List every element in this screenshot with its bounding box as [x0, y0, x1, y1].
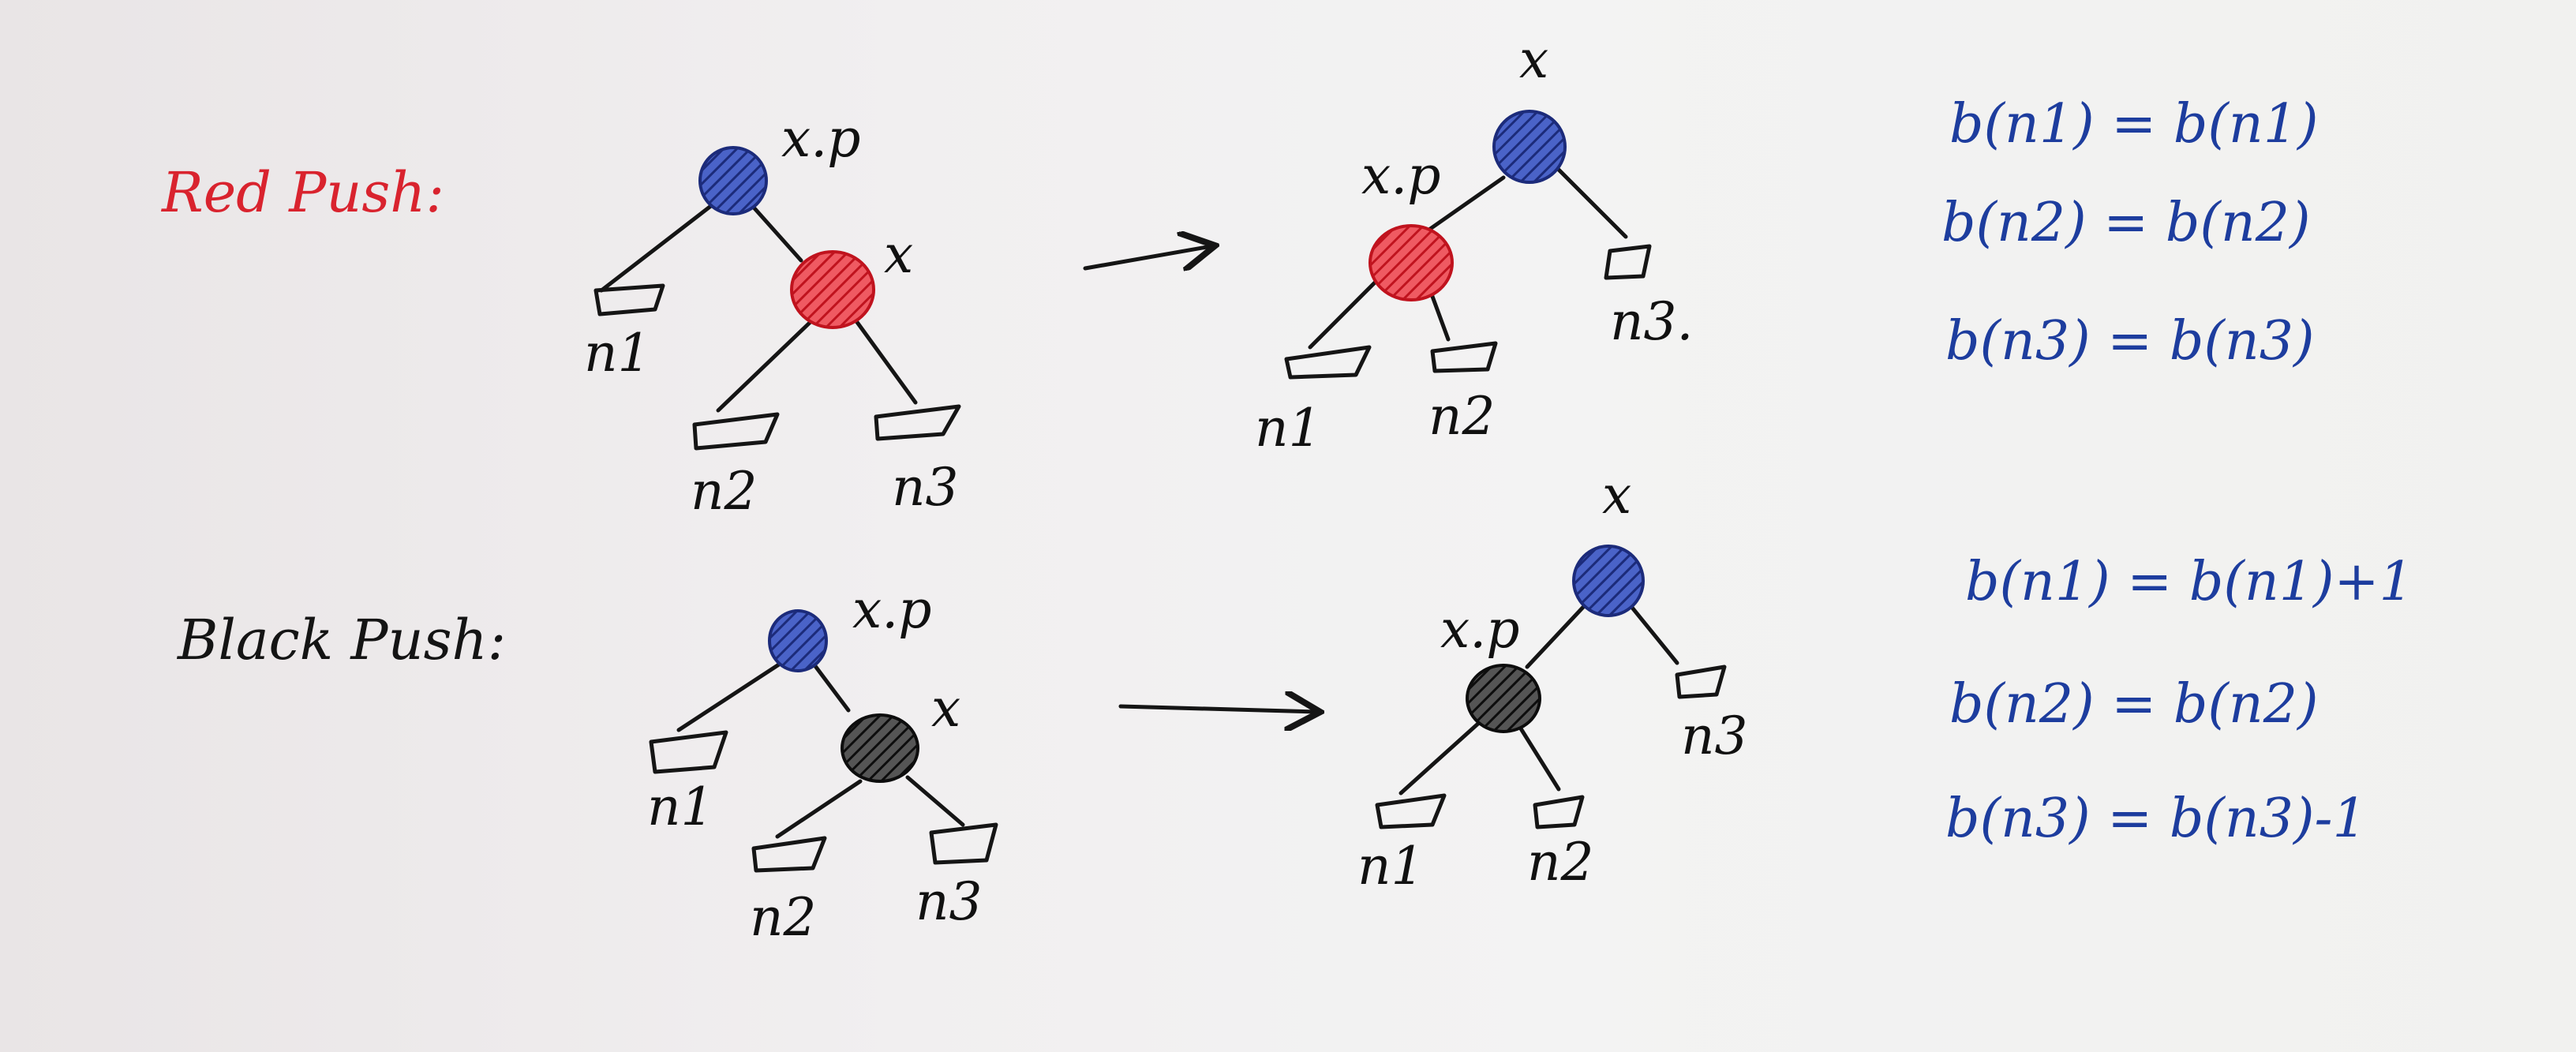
leaf-label: n3 [1681, 706, 1748, 766]
tree-edge [1422, 175, 1506, 235]
child-node-black [1466, 664, 1541, 733]
tree-edge [599, 195, 724, 293]
parent-node-blue [698, 146, 768, 215]
leaf-triangle [1533, 795, 1585, 829]
red-push-title: Red Push: [160, 160, 444, 225]
black-push-section: Black Push: x.p x n1 n2 n3 [176, 465, 2413, 948]
red-push-section: Red Push: x.p x n1 n2 n3 [160, 29, 2319, 522]
tree-edge [1556, 167, 1628, 239]
black-push-title: Black Push: [176, 608, 506, 672]
black-push-after-tree: x x.p n1 n2 n3 [1357, 465, 1748, 897]
leaf-label: n1 [1255, 398, 1322, 459]
leaf-label: n2 [691, 461, 758, 522]
leaf-triangle [1284, 345, 1372, 380]
leaf-triangle [929, 822, 998, 865]
tree-edge [1623, 597, 1679, 665]
leaf-triangle [1375, 793, 1447, 829]
tree-edge [1525, 601, 1589, 669]
child-node-red [790, 250, 875, 329]
leaf-label: n2 [750, 887, 817, 948]
parent-label: x.p [852, 579, 931, 640]
tree-edge [1517, 724, 1561, 792]
transform-arrow [1118, 706, 1316, 712]
red-push-after-tree: x x.p n1 n2 n3. [1255, 29, 1693, 459]
root-label: x [1519, 29, 1548, 90]
tree-edge [746, 199, 803, 263]
leaf-label: n3 [915, 871, 983, 932]
tree-edge [905, 775, 965, 827]
root-node-blue [1572, 545, 1645, 617]
leaf-label: n1 [584, 323, 651, 384]
tree-edge [1308, 278, 1380, 350]
tree-edge [775, 779, 863, 839]
root-label: x [1602, 465, 1631, 526]
leaf-label: n2 [1428, 386, 1496, 447]
leaf-label: n3 [892, 457, 959, 518]
tree-edge [716, 317, 815, 413]
leaf-triangle [692, 412, 780, 451]
leaf-label: n3. [1610, 291, 1693, 352]
child-node-red [1368, 224, 1454, 301]
leaf-label: n1 [647, 777, 714, 837]
leaf-triangle [593, 283, 665, 316]
leaf-triangle [649, 730, 728, 774]
equation: b(n3) = b(n3)-1 [1945, 788, 2367, 850]
tree-edge [1398, 720, 1482, 796]
leaf-triangle [1604, 244, 1652, 280]
leaf-triangle [1675, 665, 1727, 699]
child-node-black [841, 713, 919, 783]
black-push-before-tree: x.p x n1 n2 n3 [647, 579, 998, 948]
red-push-before-tree: x.p x n1 n2 n3 [584, 108, 961, 522]
leaf-triangle [751, 836, 827, 873]
equation: b(n1) = b(n1) [1949, 93, 2319, 155]
tree-edge [676, 661, 784, 732]
leaf-triangle [1430, 341, 1498, 373]
leaf-label: n2 [1527, 832, 1594, 893]
child-label: x [884, 224, 913, 285]
leaf-label: n1 [1357, 836, 1425, 897]
child-label: x.p [1440, 599, 1519, 660]
parent-label: x.p [781, 108, 860, 169]
equation: b(n3) = b(n3) [1945, 310, 2315, 373]
equation: b(n2) = b(n2) [1941, 192, 2311, 254]
leaf-triangle [874, 404, 961, 441]
equation: b(n1) = b(n1)+1 [1965, 551, 2413, 613]
tree-edge [811, 661, 851, 713]
transform-arrow [1083, 246, 1211, 268]
root-node-blue [1492, 110, 1567, 184]
child-label: x.p [1361, 145, 1440, 206]
equation: b(n2) = b(n2) [1949, 673, 2319, 736]
tree-edge [850, 313, 918, 405]
child-label: x [931, 678, 960, 739]
parent-node-blue [768, 609, 828, 672]
